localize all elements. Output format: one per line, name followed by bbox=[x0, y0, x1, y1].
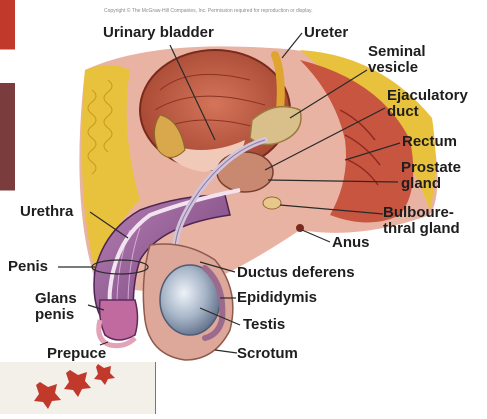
badge-2 bbox=[64, 370, 91, 397]
badge-3 bbox=[94, 364, 115, 385]
label-ureter: Ureter bbox=[304, 25, 348, 41]
label-scrotum: Scrotum bbox=[237, 346, 298, 362]
leader-scrotum bbox=[215, 350, 237, 353]
label-anus: Anus bbox=[332, 235, 370, 251]
label-epididymis: Epididymis bbox=[237, 290, 317, 306]
prostate-gland bbox=[217, 152, 273, 192]
step-badges bbox=[0, 362, 120, 414]
label-rectum: Rectum bbox=[402, 134, 457, 150]
bulbourethral-gland bbox=[263, 197, 281, 209]
label-testis: Testis bbox=[243, 317, 285, 333]
label-glans-penis-line2: penis bbox=[35, 307, 77, 323]
label-ejaculatory-duct-line2: duct bbox=[387, 104, 468, 120]
label-ductus-deferens: Ductus deferens bbox=[237, 265, 355, 281]
bottom-left-panel bbox=[0, 362, 156, 414]
label-glans-penis-line1: Glans bbox=[35, 291, 77, 307]
label-seminal-vesicle-line2: vesicle bbox=[368, 60, 426, 76]
badge-1 bbox=[34, 382, 61, 409]
label-urinary-bladder: Urinary bladder bbox=[103, 25, 214, 41]
label-prostate-gland-line2: gland bbox=[401, 176, 461, 192]
glans-penis bbox=[100, 300, 138, 340]
label-urethra: Urethra bbox=[20, 204, 73, 220]
label-ejaculatory-duct: Ejaculatory duct bbox=[387, 88, 468, 120]
label-bulbourethral-gland-line1: Bulboure- bbox=[383, 205, 460, 221]
label-ejaculatory-duct-line1: Ejaculatory bbox=[387, 88, 468, 104]
label-seminal-vesicle-line1: Seminal bbox=[368, 44, 426, 60]
label-bulbourethral-gland-line2: thral gland bbox=[383, 221, 460, 237]
label-prostate-gland-line1: Prostate bbox=[401, 160, 461, 176]
label-penis: Penis bbox=[8, 259, 48, 275]
label-glans-penis: Glans penis bbox=[35, 291, 77, 323]
label-bulbourethral-gland: Bulboure- thral gland bbox=[383, 205, 460, 237]
copyright-notice: Copyright © The McGraw-Hill Companies, I… bbox=[104, 8, 404, 14]
label-prostate-gland: Prostate gland bbox=[401, 160, 461, 192]
label-seminal-vesicle: Seminal vesicle bbox=[368, 44, 426, 76]
label-prepuce: Prepuce bbox=[47, 346, 106, 362]
